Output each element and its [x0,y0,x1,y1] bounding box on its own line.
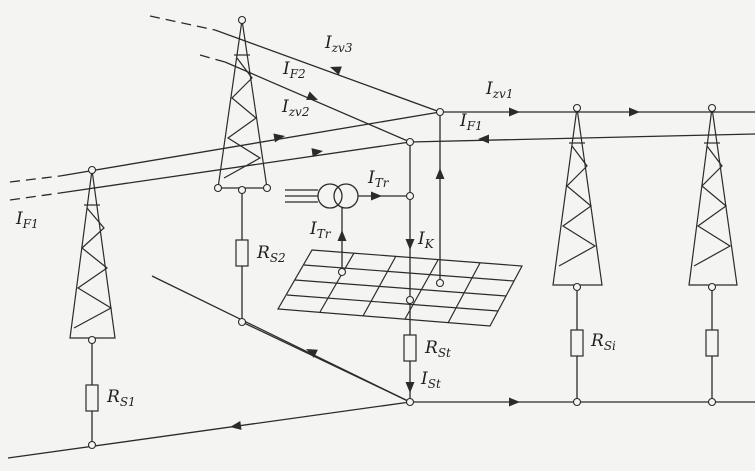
tower-1 [69,169,116,339]
vertical-conductors [91,112,713,445]
arrow-ist [405,382,415,393]
label-rs2: RS2 [256,243,286,265]
arrow-if1-mid [311,148,323,157]
label-izv3: Izv3 [324,33,353,55]
resistor-right [705,329,719,357]
label-rs1: RS1 [106,387,136,409]
line-f1-dashed-end [9,192,61,201]
line-zv2-dashed-end [9,175,61,183]
resistor-rs1 [85,384,99,412]
label-rsi: RSi [590,331,616,353]
line-zv3-dashed-end [149,15,216,31]
tower-2 [217,19,268,189]
arrow-ground-left [230,421,242,430]
ground-return-lines [7,275,755,459]
resistor-rsi [570,329,584,357]
arrow-ground-right [509,397,520,407]
labels: Izv3 IF2 Izv2 Izv1 IF1 IF1 ITr ITr IK RS… [15,33,616,409]
arrow-itr-left [337,230,347,241]
resistor-rst [403,334,417,362]
label-izv1: Izv1 [485,79,513,101]
label-itr-right: ITr [367,168,390,190]
label-izv2: Izv2 [281,97,309,119]
line-zv2 [59,111,441,177]
arrow-ik-down [405,239,415,250]
label-ist: ISt [420,369,441,391]
label-if1-right: IF1 [459,111,483,133]
current-arrows [230,66,640,430]
label-ik: IK [417,229,435,251]
arrow-izv2 [273,133,285,143]
line-f1-right [409,133,755,143]
overhead-lines [9,15,755,201]
line-zv3 [214,29,441,113]
line-f2-dashed-end [199,54,226,63]
arrow-if1-right [478,134,489,144]
line-f1-left [59,141,411,194]
tower-3 [552,107,603,286]
label-if1-left: IF1 [15,209,39,231]
arrow-ground-upper-left [306,349,318,358]
line-f2 [224,61,411,143]
ground-mesh [277,249,523,327]
arrow-ik-up [435,168,445,179]
label-if2: IF2 [282,59,306,81]
transformer-symbol [285,183,410,272]
arrow-if2 [306,91,318,100]
arrow-izv3 [330,66,342,75]
resistors [85,239,719,412]
arrow-izv1-b [629,107,640,117]
label-itr-left: ITr [309,219,332,241]
arrow-izv1-a [509,107,520,117]
resistor-rs2 [235,239,249,267]
junction-nodes [87,15,717,450]
label-rst: RSt [424,338,451,360]
arrow-itr-right [371,191,382,201]
